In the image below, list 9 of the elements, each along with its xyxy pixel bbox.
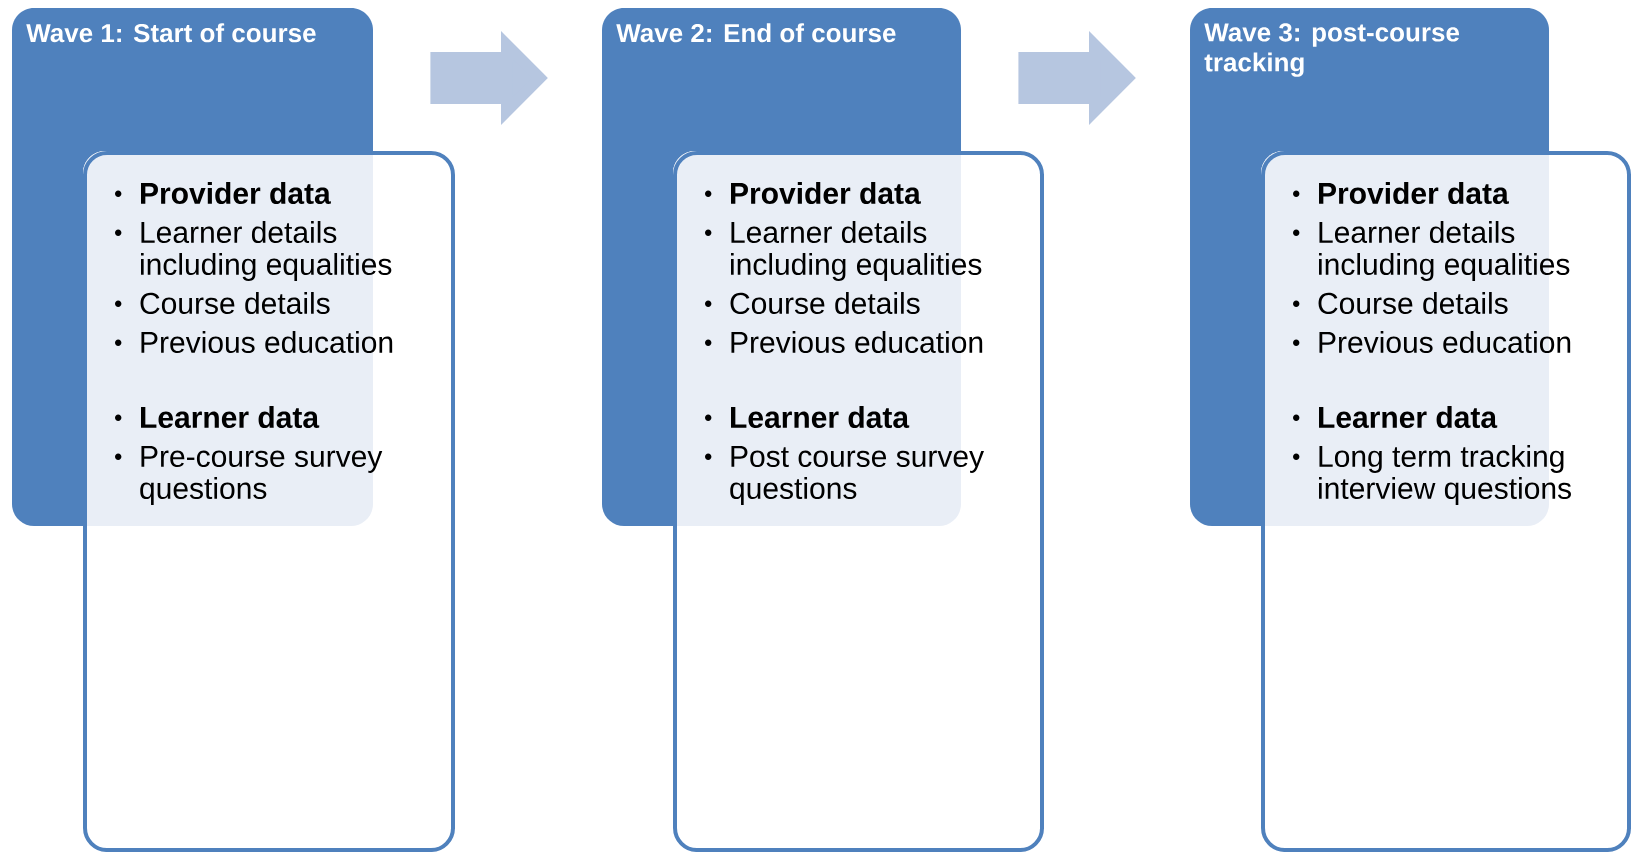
list-box: Provider data Learner details including equalities Course details Previous education Learner data Pre-course survey questions	[12, 151, 455, 852]
node-label: Wave 2: End of course	[616, 23, 896, 43]
header-box: Wave 2: End of course	[602, 8, 961, 151]
list-box: Provider data Learner details including equalities Course details Previous education Learner data Long term tracking interview questions	[1190, 151, 1631, 852]
node-label: Wave 3: post-course tracking	[1204, 23, 1460, 77]
header-box: Wave 1: Start of course	[12, 8, 373, 151]
list-box: Provider data Learner details including equalities Course details Previous education Learner data Post course survey questions	[602, 151, 1044, 852]
node-label: Wave 1: Start of course	[26, 23, 316, 43]
header-box: Wave 3: post-course tracking	[1190, 8, 1549, 151]
